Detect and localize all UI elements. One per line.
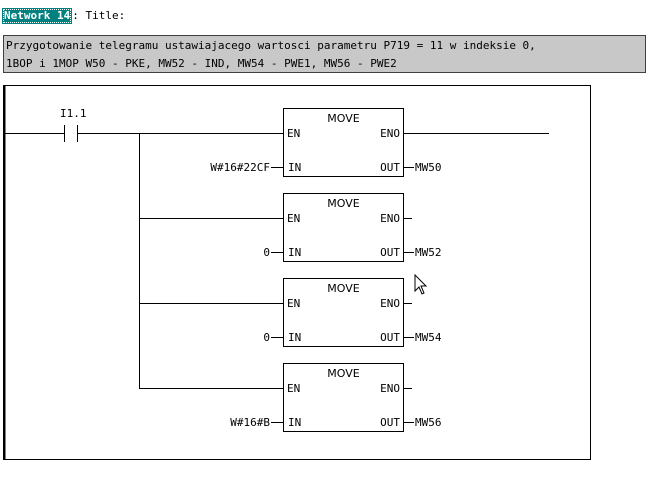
network-header: Network 14: Title: bbox=[2, 8, 125, 24]
network-label[interactable]: Network 14 bbox=[2, 8, 73, 24]
in-operand: 0 bbox=[263, 331, 270, 344]
in-pin: IN bbox=[288, 246, 301, 259]
in-pin: IN bbox=[288, 161, 301, 174]
block-name: MOVE bbox=[327, 282, 359, 295]
block-name: MOVE bbox=[327, 197, 359, 210]
out-operand: MW52 bbox=[415, 246, 442, 259]
comment-line-1: Przygotowanie telegramu ustawiajacego wa… bbox=[6, 39, 536, 52]
out-operand: MW50 bbox=[415, 161, 442, 174]
out-pin: OUT bbox=[380, 246, 400, 259]
en-pin: EN bbox=[287, 297, 300, 310]
out-pin: OUT bbox=[380, 331, 400, 344]
in-operand: W#16#B bbox=[230, 416, 270, 429]
move-block-3[interactable]: MOVE EN ENO IN OUT 0 MW54 bbox=[263, 278, 442, 347]
en-pin: EN bbox=[287, 382, 300, 395]
move-block-4[interactable]: MOVE EN ENO IN OUT W#16#B MW56 bbox=[230, 363, 442, 432]
eno-pin: ENO bbox=[380, 297, 400, 310]
eno-pin: ENO bbox=[380, 212, 400, 225]
out-operand: MW56 bbox=[415, 416, 442, 429]
block-name: MOVE bbox=[327, 367, 359, 380]
block-name: MOVE bbox=[327, 112, 359, 125]
contact-i1-1[interactable]: I1.1 bbox=[60, 107, 87, 142]
in-operand: 0 bbox=[263, 246, 270, 259]
in-operand: W#16#22CF bbox=[210, 161, 270, 174]
in-pin: IN bbox=[288, 331, 301, 344]
out-pin: OUT bbox=[380, 416, 400, 429]
out-pin: OUT bbox=[380, 161, 400, 174]
network-title[interactable]: : Title: bbox=[72, 9, 126, 22]
eno-pin: ENO bbox=[380, 127, 400, 140]
en-pin: EN bbox=[287, 127, 300, 140]
eno-pin: ENO bbox=[380, 382, 400, 395]
out-operand: MW54 bbox=[415, 331, 442, 344]
move-block-1[interactable]: MOVE EN ENO IN OUT W#16#22CF MW50 bbox=[210, 108, 442, 177]
en-pin: EN bbox=[287, 212, 300, 225]
network-comment[interactable]: Przygotowanie telegramu ustawiajacego wa… bbox=[3, 35, 646, 73]
contact-address: I1.1 bbox=[60, 107, 87, 120]
mouse-pointer-icon bbox=[414, 274, 428, 295]
move-block-2[interactable]: MOVE EN ENO IN OUT 0 MW52 bbox=[263, 193, 442, 262]
comment-line-2: 1BOP i 1MOP W50 - PKE, MW52 - IND, MW54 … bbox=[6, 57, 397, 70]
in-pin: IN bbox=[288, 416, 301, 429]
